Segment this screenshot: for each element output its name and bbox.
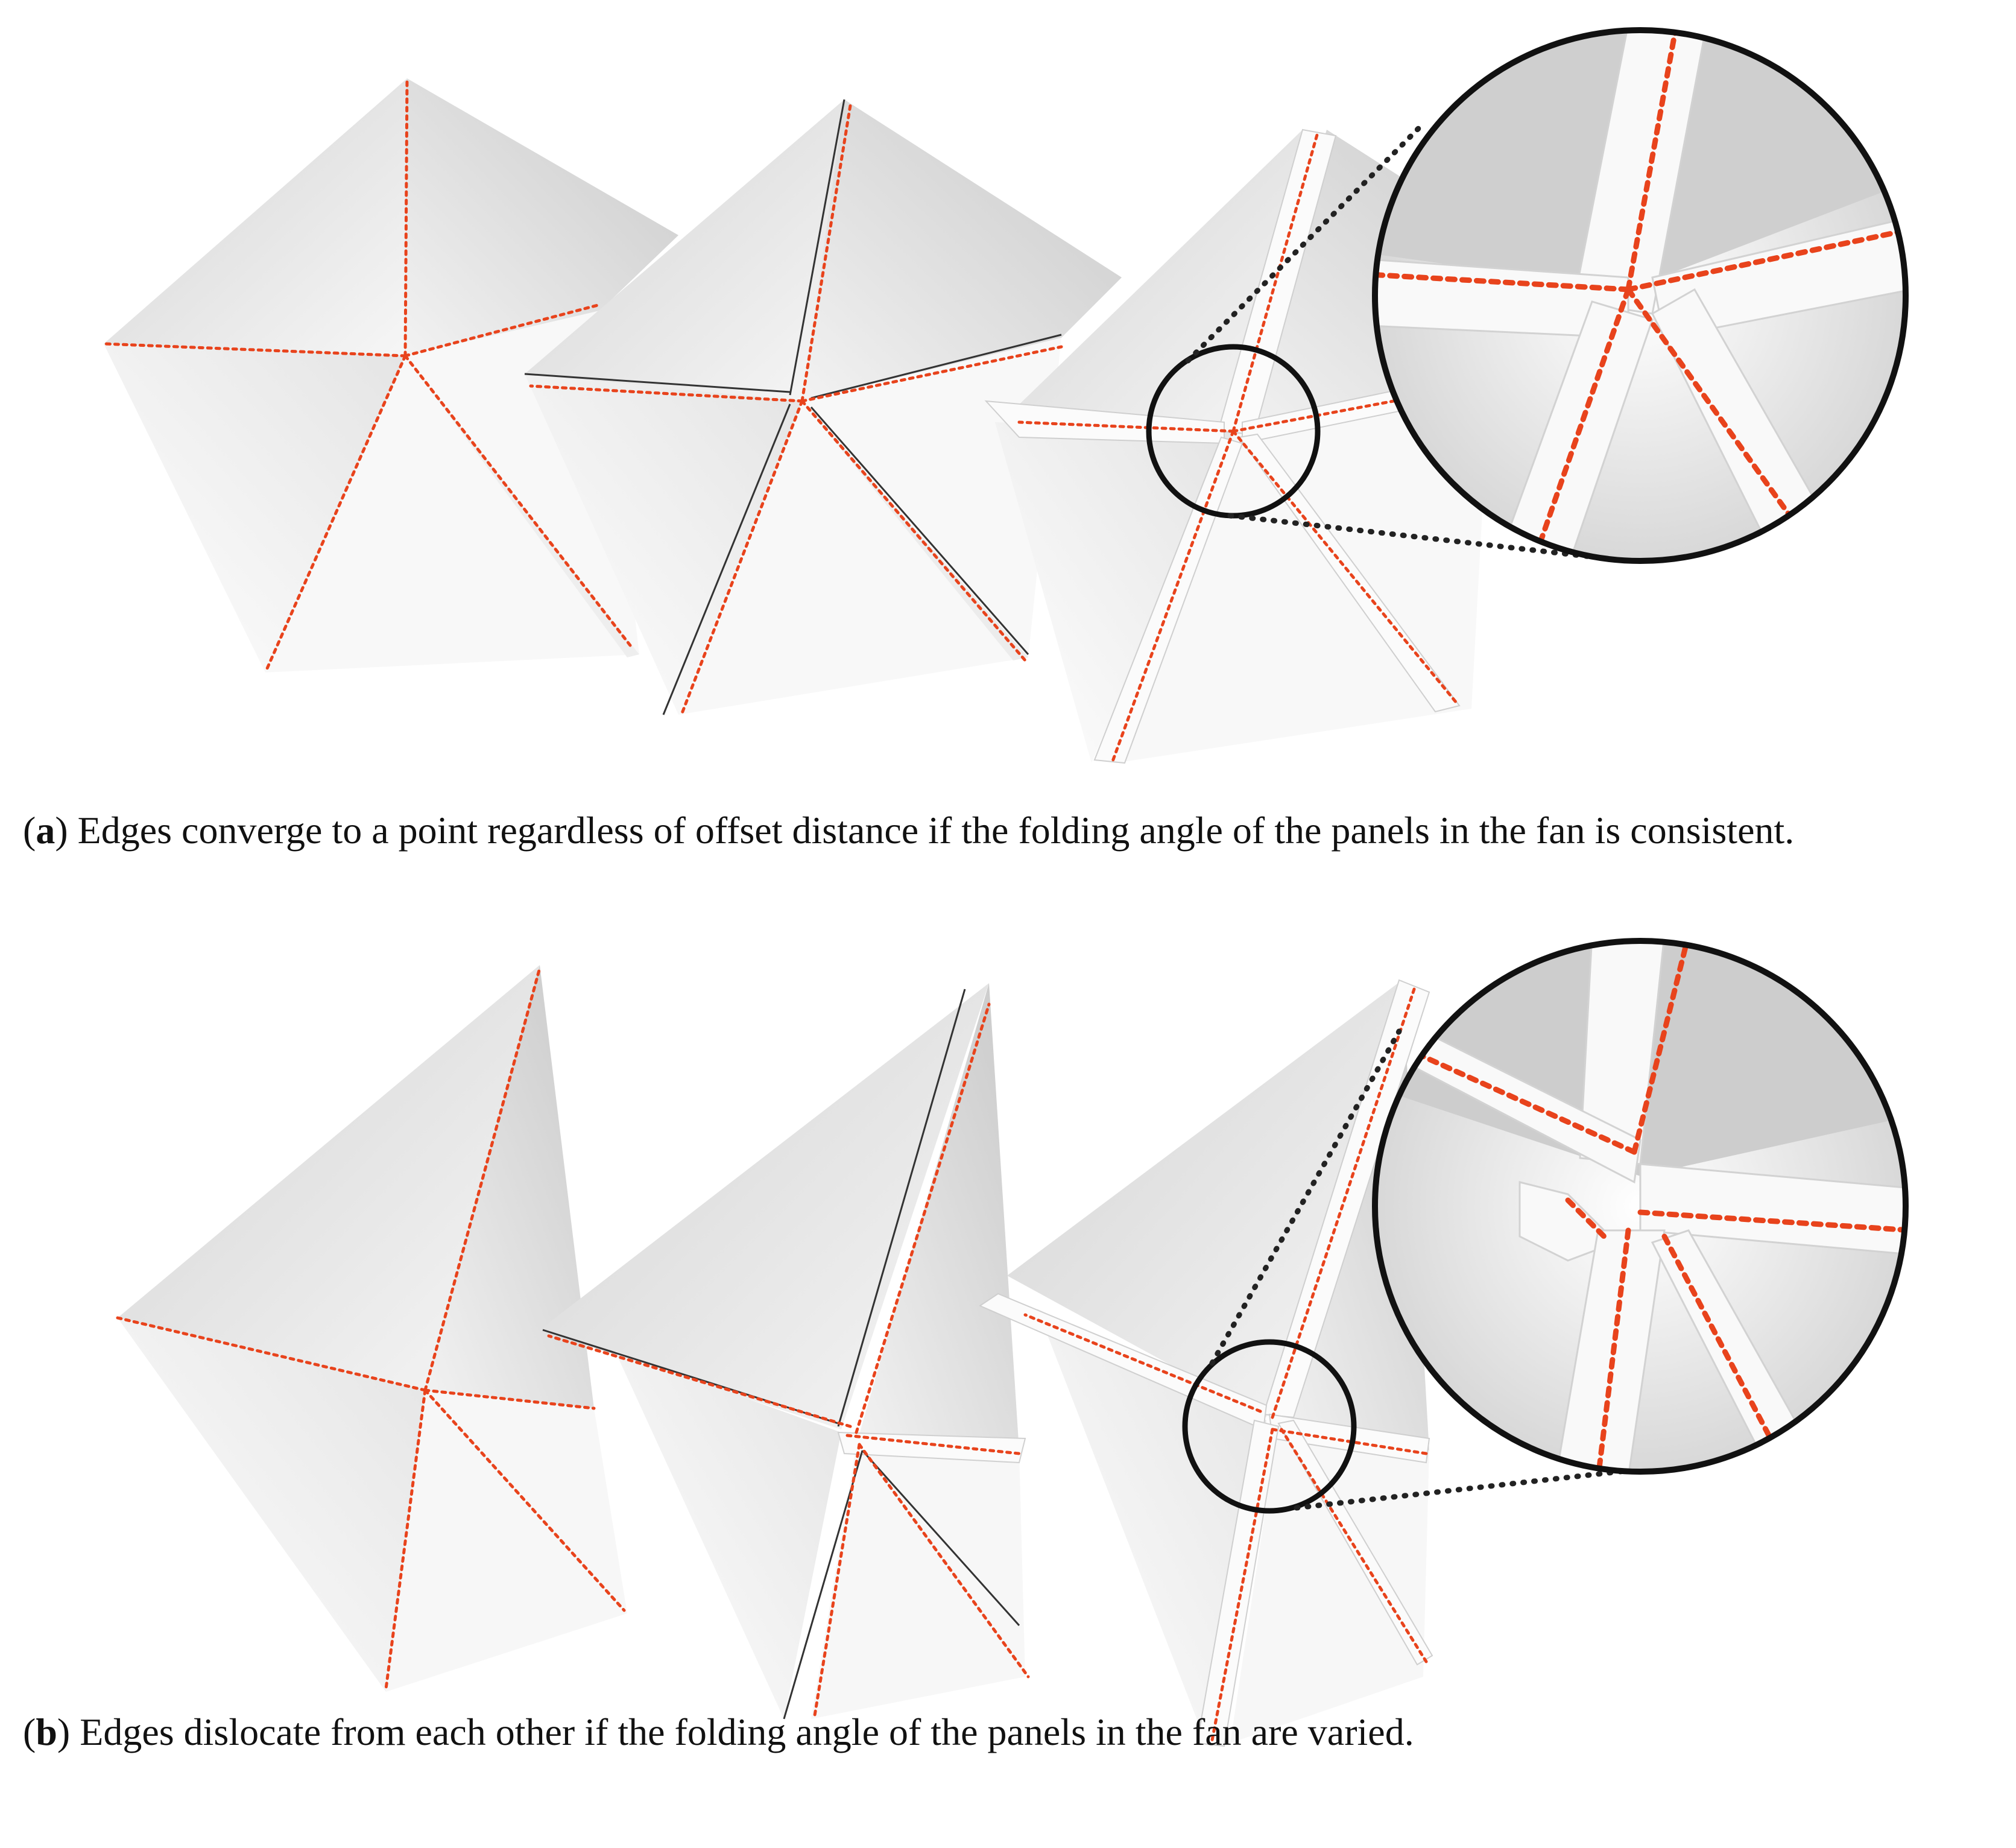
caption-b-text: Edges dislocate from each other if the f… — [80, 1710, 1414, 1753]
panel — [856, 983, 1019, 1451]
zoom-circle — [1372, 938, 1909, 1475]
panel — [525, 100, 844, 401]
zoom-circle — [1372, 27, 1909, 564]
panel — [811, 1445, 1025, 1719]
panel — [1007, 130, 1303, 431]
crease-lines — [1378, 941, 1906, 1472]
panel — [540, 983, 989, 1429]
panel — [1037, 1309, 1266, 1743]
zoom-view-a — [1372, 27, 1909, 564]
caption-a: (a) Edges converge to a point regardless… — [23, 809, 1795, 852]
caption-b-letter: b — [36, 1710, 57, 1753]
panel-edges — [524, 99, 1062, 715]
crease-lines — [529, 104, 1063, 717]
panel — [678, 338, 1061, 715]
zoom-connectors-a — [1185, 121, 1631, 564]
panel — [386, 1390, 627, 1692]
zoom-view-b — [1372, 938, 1909, 1475]
pattern-b1 — [116, 965, 627, 1692]
crease-lines — [1375, 30, 1906, 561]
crease-lines — [547, 1002, 1030, 1721]
crease-lines — [116, 966, 626, 1691]
panel — [118, 1318, 425, 1692]
panel — [1007, 980, 1402, 1417]
detail-circle — [1182, 1339, 1357, 1514]
panel — [104, 78, 407, 356]
panel — [615, 1351, 841, 1719]
pattern-a2 — [524, 99, 1122, 717]
panel — [802, 100, 1122, 401]
zoom-connectors-b — [1209, 1028, 1649, 1511]
crease-lines — [102, 77, 632, 674]
panel — [995, 422, 1233, 763]
crease-lines — [1017, 131, 1491, 763]
pattern-b3 — [978, 979, 1433, 1747]
caption-b: (b) Edges dislocate from each other if t… — [23, 1710, 1414, 1753]
panel — [118, 965, 540, 1390]
pattern-b2 — [540, 983, 1030, 1721]
panel — [405, 78, 678, 356]
panel — [1116, 380, 1490, 763]
panel — [1230, 1423, 1429, 1743]
caption-a-letter: a — [36, 809, 55, 852]
caption-a-text: Edges converge to a point regardless of … — [77, 809, 1795, 852]
panel — [425, 965, 594, 1408]
panel — [525, 374, 802, 715]
panel — [104, 344, 405, 672]
